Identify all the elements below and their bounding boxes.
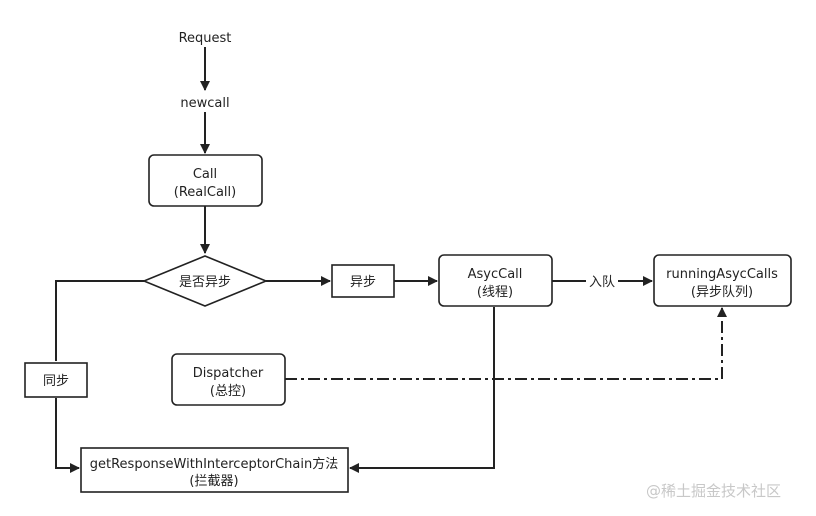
async-node: 异步	[331, 264, 395, 298]
sync-label: 同步	[43, 374, 69, 389]
edge-decision-sync	[55, 280, 144, 361]
async-box	[331, 264, 395, 298]
sync-box	[24, 362, 88, 398]
request-node: Request	[179, 31, 232, 46]
call-node: Call (RealCall)	[148, 154, 263, 207]
running-calls-box	[653, 254, 792, 307]
enqueue-label-bg	[586, 272, 618, 290]
running-calls-label: runningAsycCalls	[666, 267, 778, 282]
asyc-call-box	[438, 254, 553, 307]
dispatcher-label: Dispatcher	[193, 366, 264, 381]
decision-node: 是否异步	[141, 255, 269, 307]
newcall-node: newcall	[180, 96, 229, 111]
get-response-box	[80, 447, 349, 493]
sync-node: 同步	[24, 362, 88, 398]
asyc-call-sublabel: (线程)	[477, 285, 513, 300]
get-response-sublabel: (拦截器)	[189, 474, 238, 489]
edges	[55, 47, 727, 473]
asyc-call-label: AsycCall	[468, 267, 523, 282]
watermark: @稀土掘金技术社区	[646, 482, 782, 500]
decision-diamond	[141, 255, 269, 307]
async-label: 异步	[350, 275, 376, 290]
decision-label: 是否异步	[179, 275, 231, 290]
running-calls-node: runningAsycCalls (异步队列)	[653, 254, 792, 307]
dispatcher-node: Dispatcher (总控)	[171, 353, 286, 406]
edge-sync-getresponse	[55, 398, 80, 473]
get-response-node: getResponseWithInterceptorChain方法 (拦截器)	[80, 447, 349, 493]
call-label: Call	[193, 167, 217, 182]
running-calls-sublabel: (异步队列)	[691, 285, 753, 300]
dispatcher-sublabel: (总控)	[210, 384, 246, 399]
get-response-label: getResponseWithInterceptorChain方法	[90, 456, 338, 472]
call-box	[148, 154, 263, 207]
edge-asyccall-getresponse	[349, 307, 495, 473]
dispatcher-box	[171, 353, 286, 406]
edge-dispatcher-running	[285, 307, 727, 380]
call-sublabel: (RealCall)	[174, 185, 236, 200]
asyc-call-node: AsycCall (线程)	[438, 254, 553, 307]
enqueue-label: 入队	[589, 275, 615, 290]
